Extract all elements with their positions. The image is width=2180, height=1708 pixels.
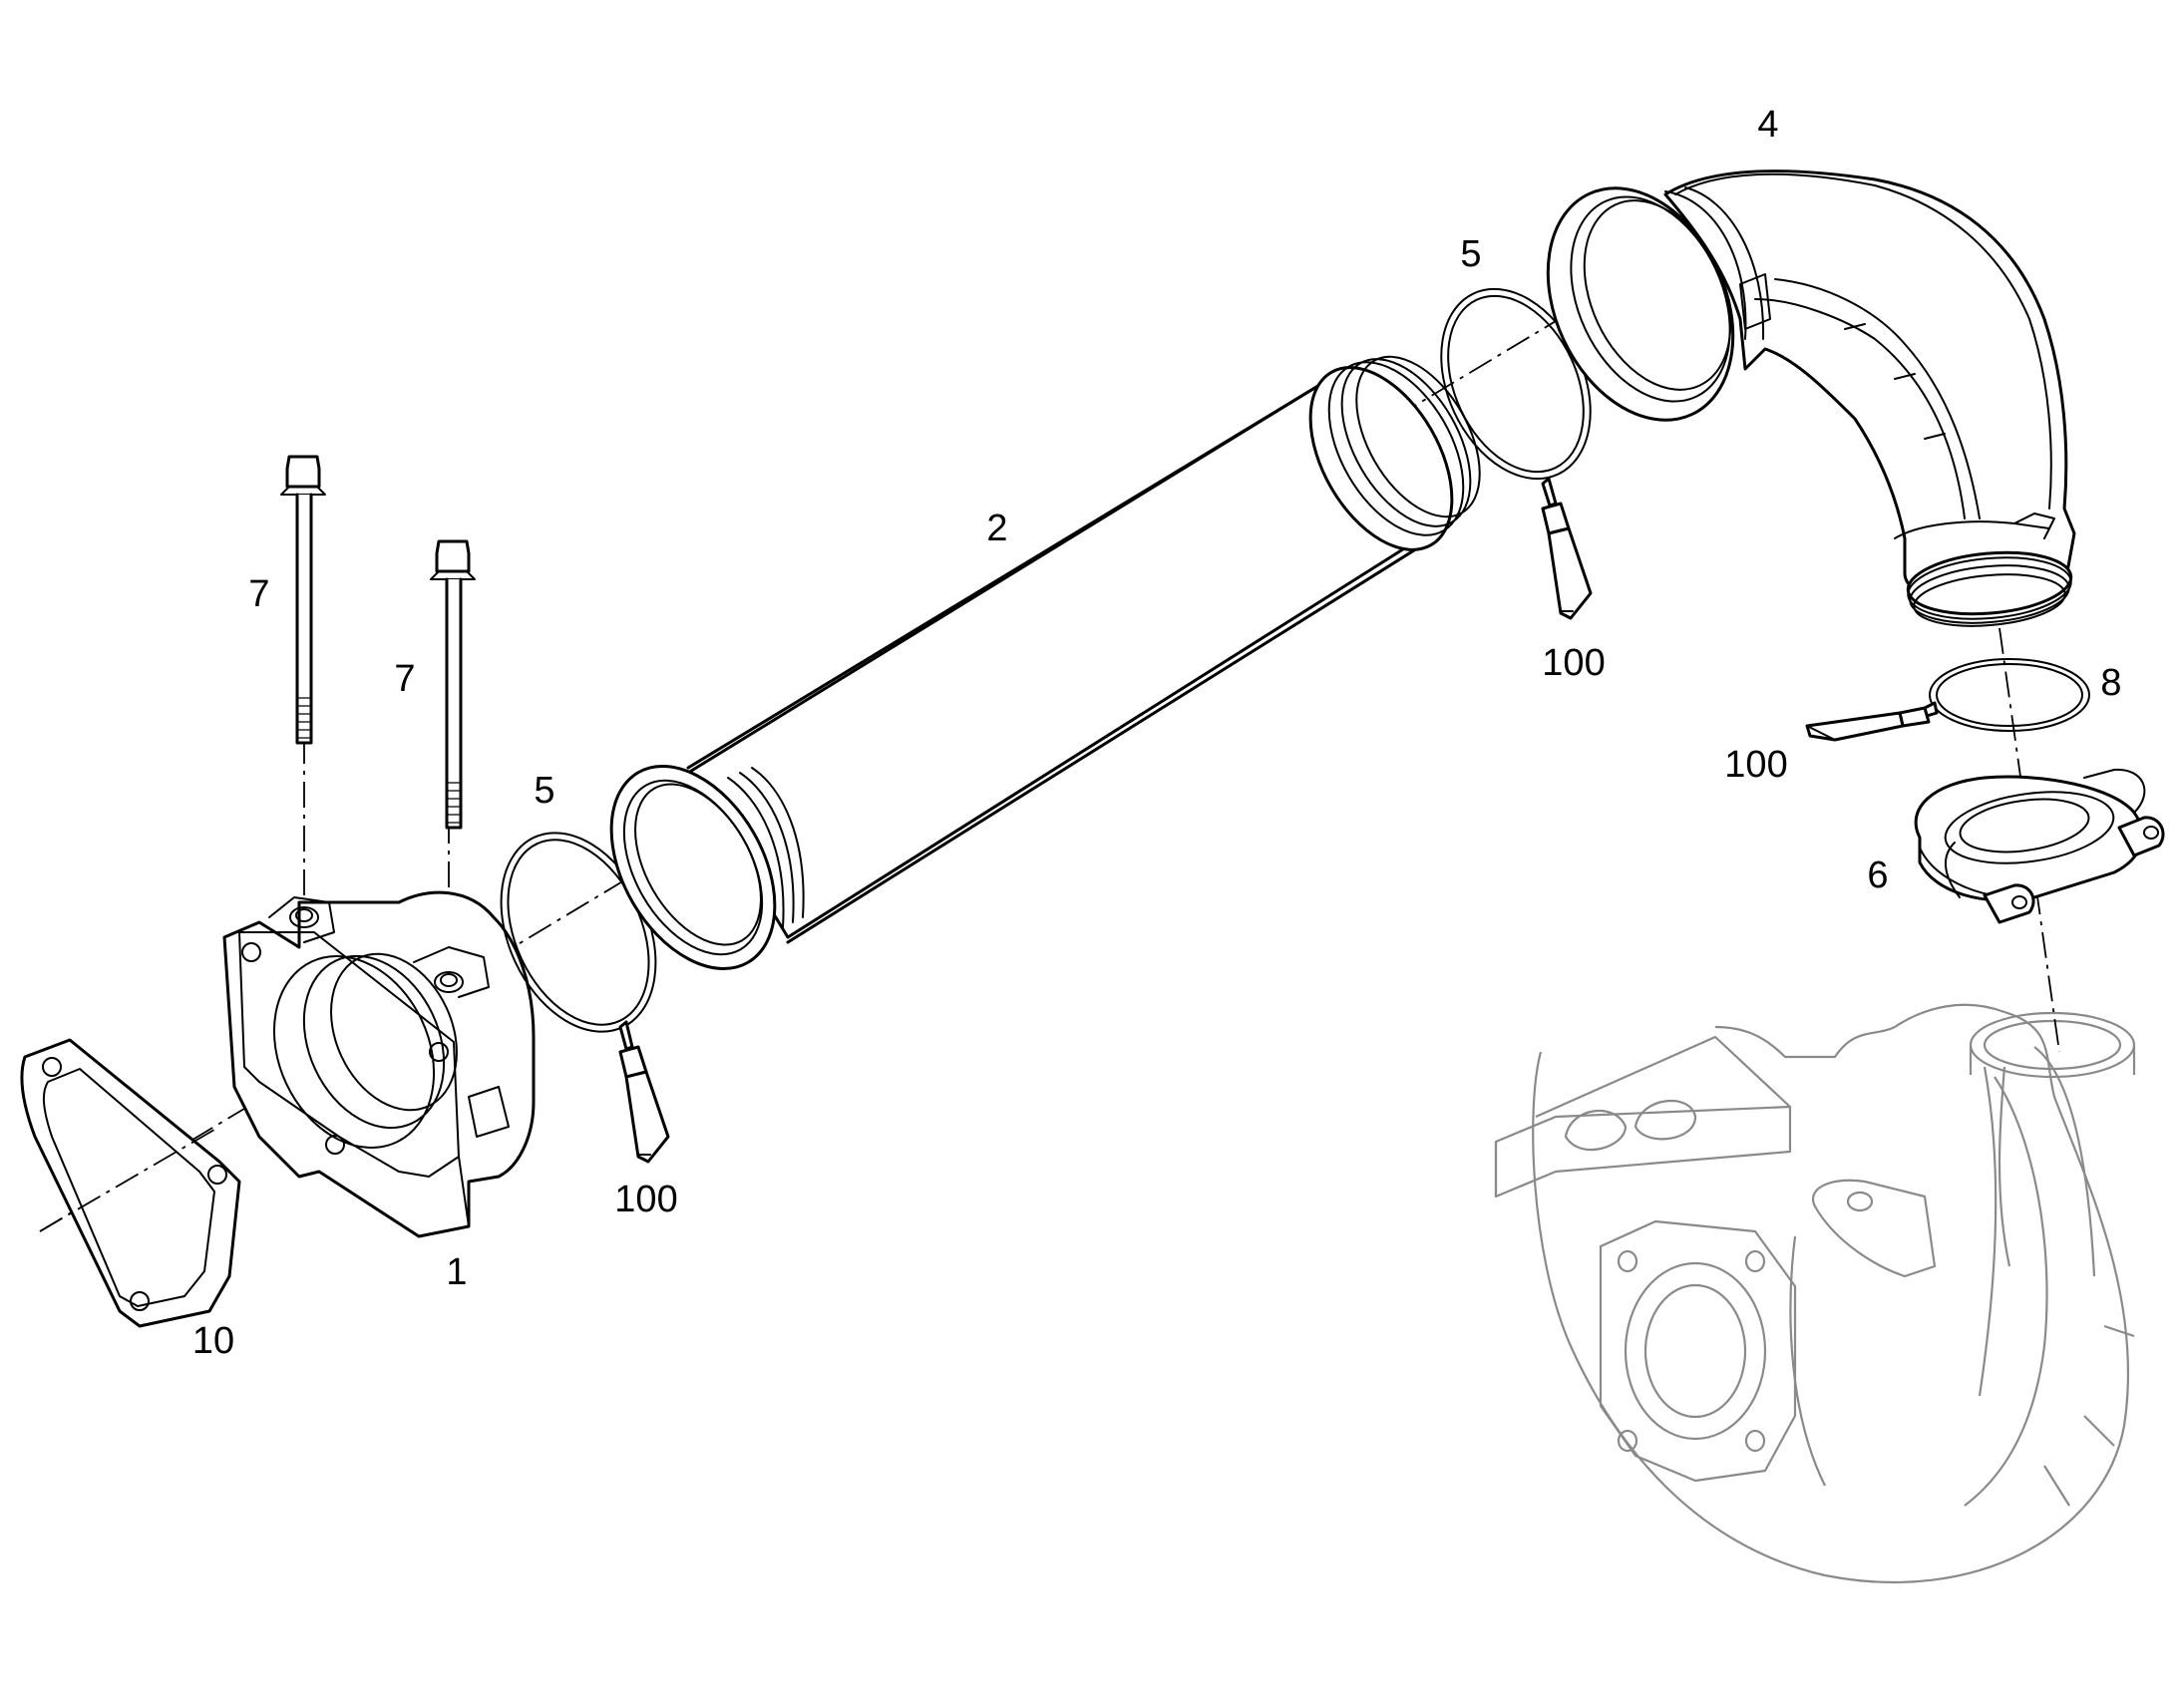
- callout-100-right: 100: [1724, 744, 1788, 786]
- callout-4: 4: [1757, 104, 1779, 146]
- turbocharger-outline: [1494, 1003, 2136, 1584]
- callout-5-lower: 5: [534, 770, 555, 812]
- callout-7-left: 7: [248, 573, 270, 615]
- callout-6: 6: [1867, 854, 1889, 896]
- o-ring-small: [1929, 658, 2090, 732]
- pipe: [609, 355, 1481, 970]
- callout-10: 10: [191, 1320, 235, 1362]
- callout-100-upper: 100: [1542, 642, 1606, 684]
- callout-1: 1: [446, 1251, 468, 1293]
- callout-100-left: 100: [614, 1179, 678, 1220]
- callout-8: 8: [2100, 662, 2122, 704]
- sealant-tube-upper: [1541, 477, 1593, 620]
- gasket: [20, 1038, 241, 1328]
- flange-housing: [222, 890, 536, 1238]
- callout-5-upper: 5: [1460, 233, 1482, 275]
- callout-7-right: 7: [394, 658, 416, 700]
- bolt-left: [280, 455, 326, 745]
- bolt-right: [430, 539, 476, 830]
- elbow-pipe: [1546, 170, 2076, 627]
- sealant-tube-left: [618, 1020, 670, 1164]
- v-band-clamp: [1914, 768, 2165, 924]
- callout-2: 2: [986, 508, 1008, 549]
- sealant-tube-right: [1805, 701, 1939, 742]
